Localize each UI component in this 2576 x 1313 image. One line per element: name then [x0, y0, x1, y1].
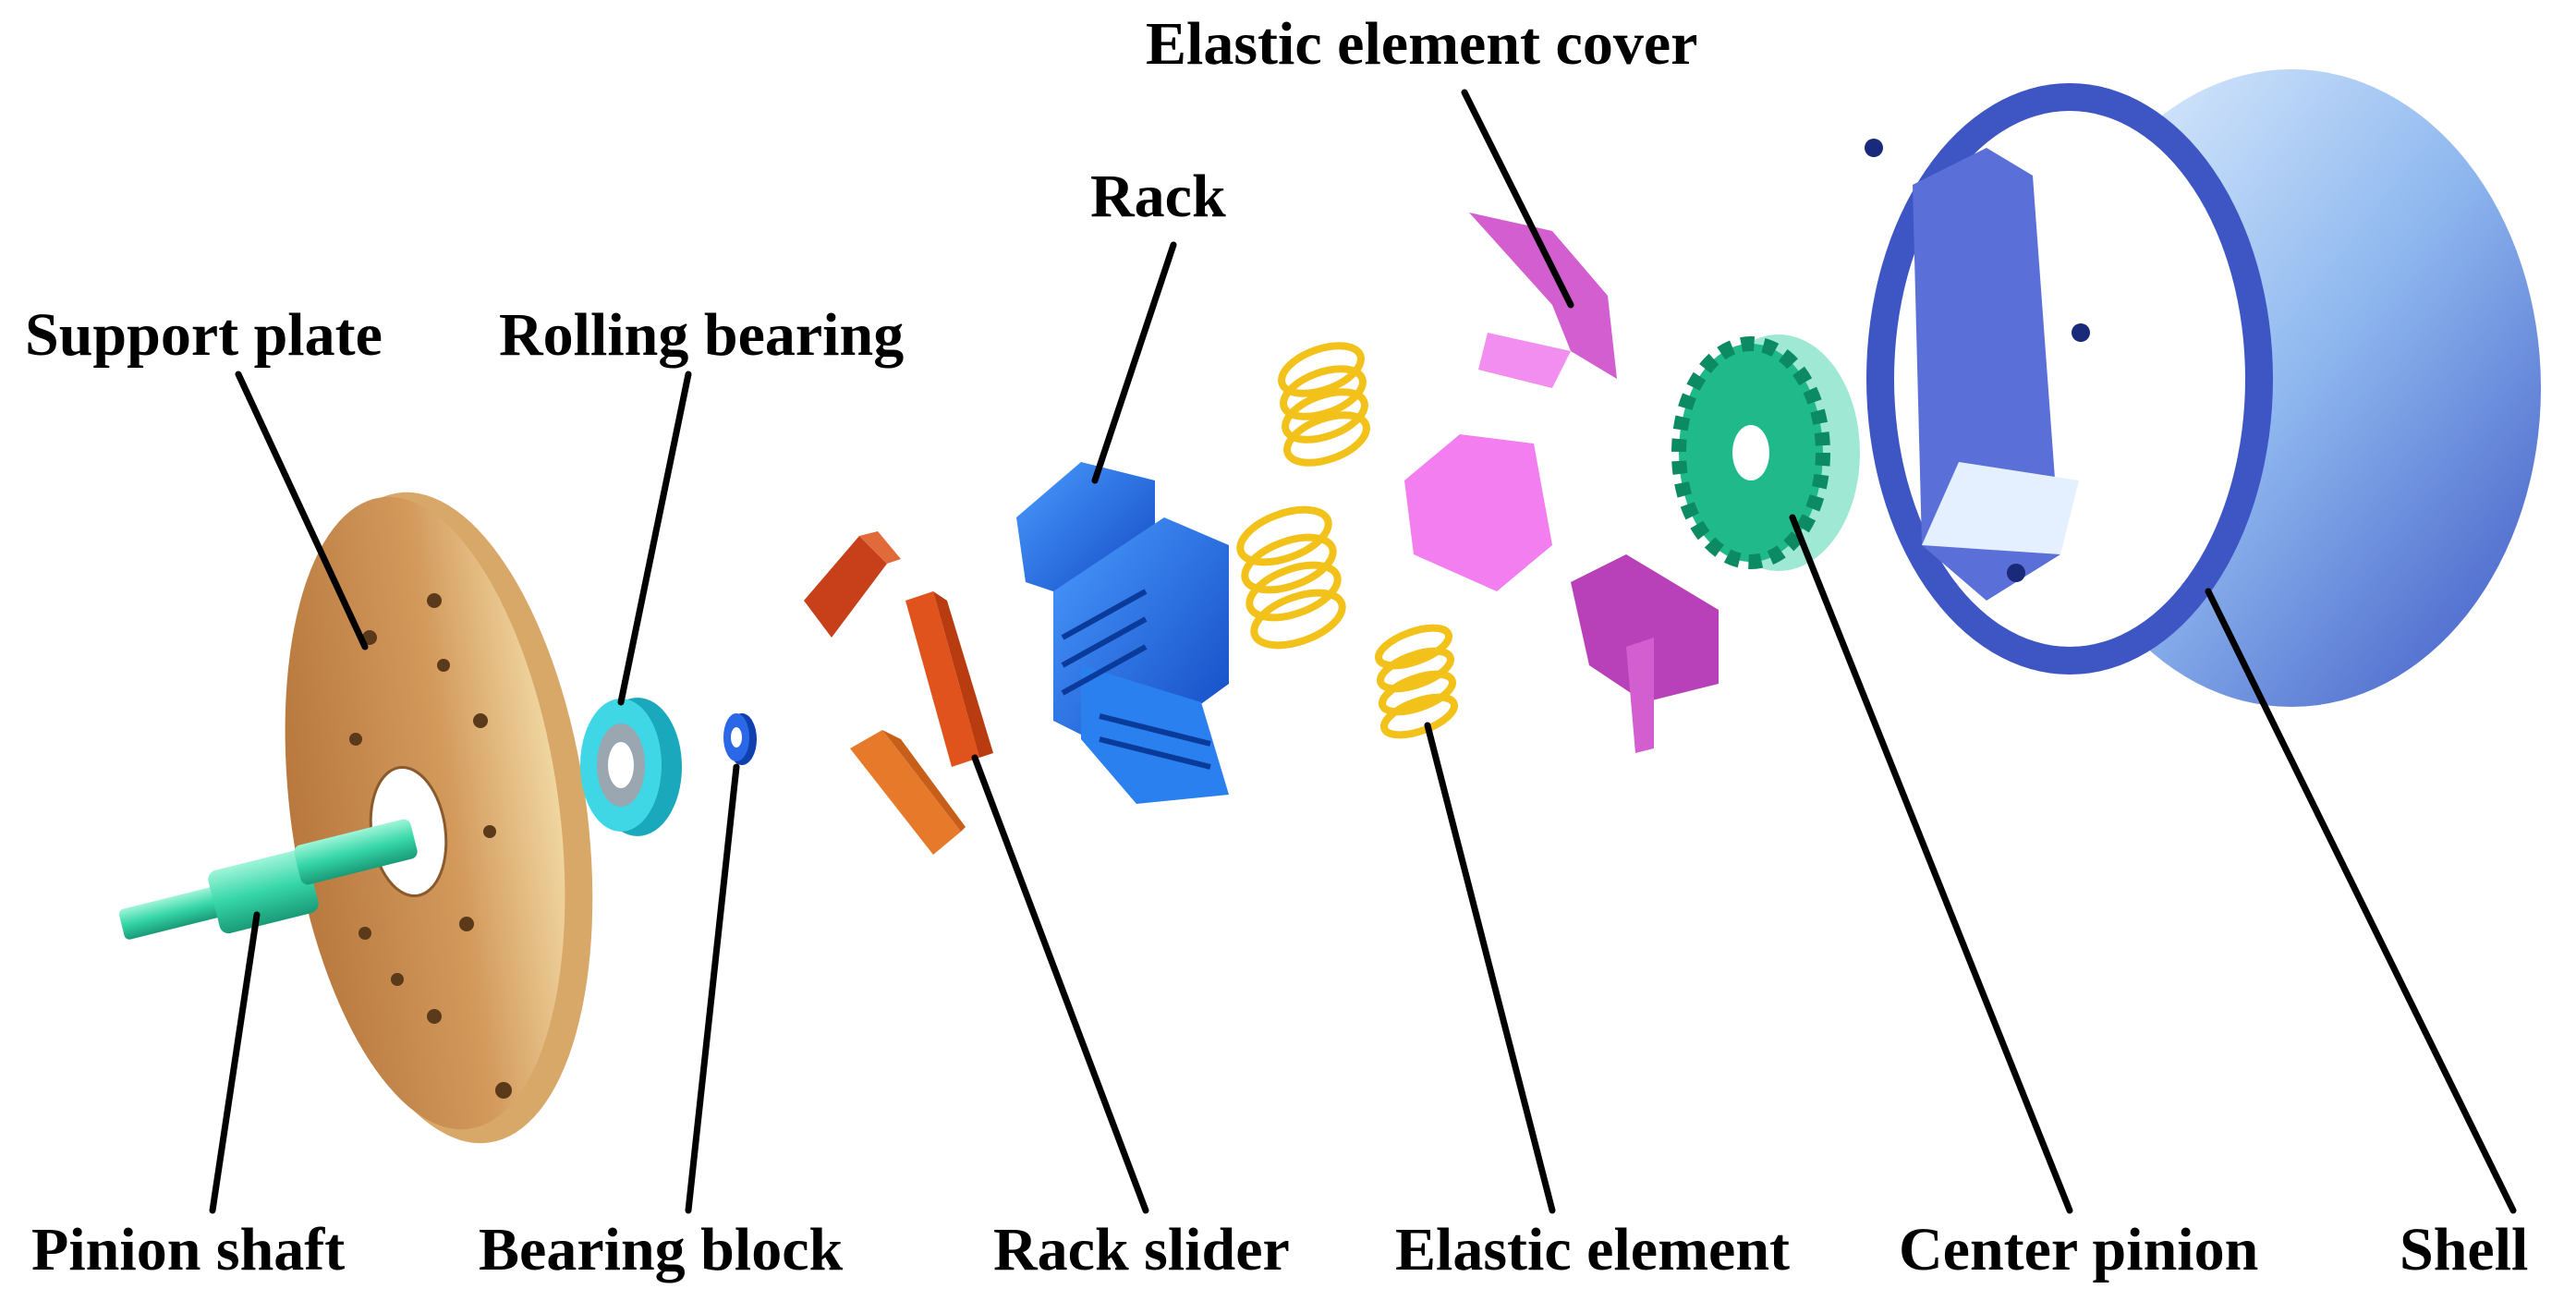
label-bearing-block: Bearing block — [479, 1216, 844, 1283]
elastic-element-cover — [1404, 213, 1719, 753]
elastic-element — [1236, 342, 1458, 739]
leader-bearing-block — [685, 763, 740, 1214]
leader-elastic-element — [1424, 722, 1556, 1214]
leader-rack-slider — [971, 754, 1149, 1214]
leader-support-plate — [235, 371, 369, 650]
label-rack-slider: Rack slider — [993, 1216, 1290, 1283]
leader-elastic-element-cover — [1461, 89, 1574, 309]
leader-rack — [1091, 241, 1177, 484]
label-pinion-shaft: Pinion shaft — [31, 1216, 346, 1283]
spring-middle — [1236, 505, 1346, 650]
rack — [1016, 462, 1229, 804]
spring-bottom — [1375, 624, 1458, 739]
shell — [1865, 69, 2541, 707]
leader-center-pinion — [1789, 514, 2073, 1214]
rack-slider — [804, 531, 993, 855]
leader-pinion-shaft — [209, 911, 261, 1214]
spring-top — [1278, 342, 1370, 467]
label-rolling-bearing: Rolling bearing — [499, 301, 905, 369]
center-pinion — [1671, 334, 1860, 571]
pinion-shaft — [118, 819, 418, 940]
leader-shell — [2205, 588, 2517, 1214]
label-center-pinion: Center pinion — [1899, 1216, 2259, 1283]
label-rack: Rack — [1090, 163, 1226, 230]
rolling-bearing — [580, 698, 682, 836]
label-elastic-element-cover: Elastic element cover — [1146, 10, 1698, 78]
label-shell: Shell — [2400, 1216, 2529, 1283]
bearing-block — [723, 713, 757, 765]
label-elastic-element: Elastic element — [1395, 1216, 1791, 1283]
leader-rolling-bearing — [617, 371, 692, 706]
support-plate — [285, 492, 593, 1144]
label-support-plate: Support plate — [25, 301, 383, 369]
leader-lines — [209, 89, 2517, 1214]
